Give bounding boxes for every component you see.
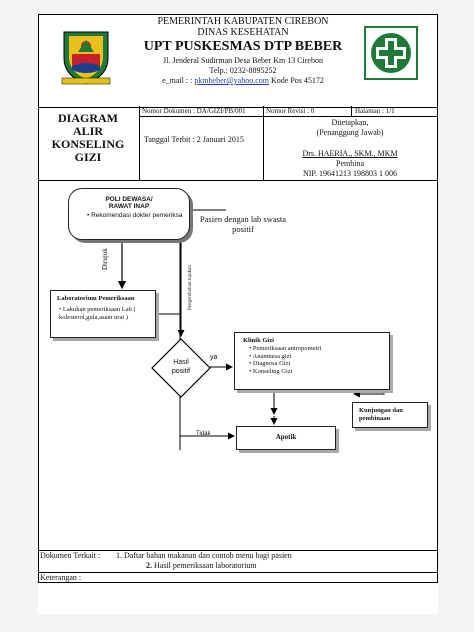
klinik-item: • Pemeriksaan antropometri bbox=[249, 345, 389, 353]
puskesmas-logo bbox=[364, 26, 418, 80]
title-line-1: DIAGRAM bbox=[58, 111, 118, 125]
flow-area bbox=[38, 180, 438, 551]
ditetapkan: Ditetapkan, bbox=[331, 118, 369, 127]
klinik-title: Klinik Gizi bbox=[243, 337, 274, 344]
header-box bbox=[38, 14, 438, 108]
doc-info-box bbox=[38, 106, 438, 181]
dirujuk-label: Dirujuk bbox=[101, 248, 109, 270]
email-line: e_mail : : pkmbeber@yahoo.com Kode Pos 4… bbox=[128, 76, 358, 85]
klinik-item-text: Pemeriksaan antropometri bbox=[252, 345, 322, 352]
klinik-list: • Pemeriksaan antropometri • Anamnesa gi… bbox=[249, 345, 389, 375]
gov-line2: DINAS KESEHATAN bbox=[197, 27, 289, 38]
dokumen-terkait-item-2: 2. Hasil pemeriksaan laboratorium bbox=[146, 561, 257, 570]
kunjungan-box: Kunjungan dan pembinaan bbox=[352, 402, 428, 428]
hasil-positif-decision bbox=[150, 337, 212, 399]
footer-box bbox=[38, 550, 438, 583]
dokumen-terkait-label: Dokumen Terkait : bbox=[40, 551, 101, 560]
nomor-revisi: Nomor Revisi : 0 bbox=[266, 107, 315, 115]
bullet-icon: • bbox=[249, 352, 253, 360]
bullet-icon: • bbox=[87, 212, 92, 219]
diagram-title: DIAGRAM ALIR KONSELING GIZI bbox=[42, 112, 134, 164]
postal-code: Kode Pos 45172 bbox=[269, 76, 324, 85]
laboratorium-box: Laboratorium Pemeriksaan • Lakukan pemer… bbox=[50, 290, 156, 338]
dokumen-terkait-item-1: 1. Daftar bahan makanan dan contoh menu … bbox=[116, 551, 292, 560]
lab-title: Laboratorium Pemeriksaan bbox=[57, 295, 135, 302]
signatory-position: Pembina bbox=[336, 159, 364, 168]
org-name: UPT PUSKESMAS DTP BEBER bbox=[143, 39, 343, 54]
kunjungan-text: Kunjungan dan pembinaan bbox=[359, 407, 403, 422]
poli-bullet: • Rekomendasi dokter pemeriksa bbox=[87, 212, 183, 220]
apotik-box: Apotik bbox=[236, 426, 336, 450]
poli-dewasa-box: POLI DEWASA/ RAWAT INAP • Rekomendasi do… bbox=[68, 188, 190, 240]
phone: Telp.: 0232-8895252 bbox=[209, 66, 277, 75]
address: Jl. Jenderal Sudirman Desa Beber Km 13 C… bbox=[163, 56, 323, 65]
ya-label: ya bbox=[210, 354, 218, 361]
tidak-label: Tidak bbox=[196, 431, 211, 437]
klinik-item: • Konseling Gizi bbox=[249, 368, 389, 376]
bullet-icon: • bbox=[59, 306, 63, 313]
pengembalian-label: Pengembalian rujukan bbox=[188, 265, 193, 310]
bullet-icon: • bbox=[249, 345, 253, 352]
poli-bullet-text: Rekomendasi dokter pemeriksa bbox=[91, 212, 183, 219]
regency-logo bbox=[60, 28, 112, 88]
email-link[interactable]: pkmbeber@yahoo.com bbox=[194, 76, 269, 85]
poli-title-1: POLI DEWASA/ bbox=[105, 196, 153, 203]
klinik-item-text: Anamnesa gizi bbox=[252, 352, 292, 360]
gov-line1: PEMERINTAH KABUPATEN CIREBON bbox=[157, 16, 329, 27]
hasil-label: Hasil positif bbox=[171, 359, 191, 375]
signatory-name: Drs. HAERIA., SKM., MKM bbox=[302, 149, 398, 158]
title-line-4: GIZI bbox=[74, 150, 102, 164]
klinik-gizi-box: Klinik Gizi • Pemeriksaan antropometri •… bbox=[234, 332, 390, 390]
item-2-number: 2. bbox=[146, 561, 152, 570]
lab-swasta-label: Pasien dengan lab swasta positif bbox=[199, 214, 287, 234]
penanggung-jawab: (Penanggung Jawab) bbox=[316, 128, 384, 137]
item-2-text: Hasil pemeriksaan laboratorium bbox=[152, 561, 257, 570]
klinik-item: • Diagnosa Gizi bbox=[249, 360, 389, 368]
lab-bullet-text: Lakukan pemeriksaan Lab ( kolesterol,gul… bbox=[59, 306, 136, 321]
document-page: PEMERINTAH KABUPATEN CIREBON DINAS KESEH… bbox=[38, 14, 438, 614]
halaman: Halaman : 1/1 bbox=[355, 107, 395, 115]
title-line-2: ALIR bbox=[72, 124, 103, 138]
tanggal-terbit: Tanggal Terbit : 2 Januari 2015 bbox=[144, 135, 244, 144]
title-line-3: KONSELING bbox=[51, 137, 125, 151]
klinik-item-text: Diagnosa Gizi bbox=[252, 360, 291, 367]
email-prefix: e_mail : : bbox=[162, 76, 195, 85]
bullet-icon: • bbox=[249, 367, 253, 375]
poli-title-2: RAWAT INAP bbox=[108, 203, 150, 210]
klinik-item-text: Konseling Gizi bbox=[252, 367, 293, 375]
signatory-nip: NIP. 19641213 198803 1 006 bbox=[302, 169, 397, 178]
apotik-text: Apotik bbox=[275, 433, 297, 441]
keterangan-label: Keterangan : bbox=[40, 573, 82, 582]
klinik-item: • Anamnesa gizi bbox=[249, 353, 389, 361]
nomor-dokumen: Nomor Dokumen : DA/GIZI/PB/001 bbox=[142, 107, 246, 115]
bullet-icon: • bbox=[249, 360, 253, 367]
lab-bullet: • Lakukan pemeriksaan Lab ( kolesterol,g… bbox=[59, 306, 155, 322]
